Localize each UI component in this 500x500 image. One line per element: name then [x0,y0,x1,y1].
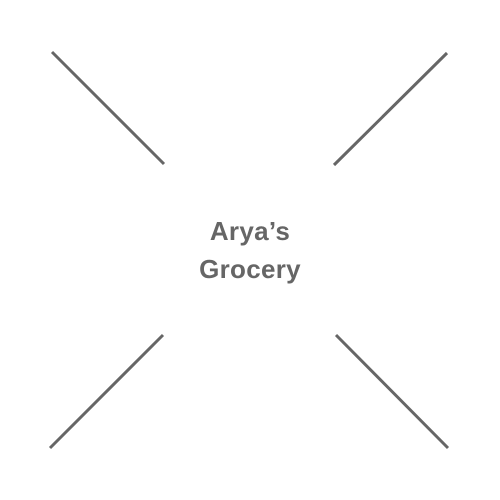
logo-title-line-2: Grocery [199,254,301,284]
bottom-left-diagonal-line [48,333,165,450]
logo-title-line-1: Arya’s [209,216,291,246]
logo-title: Arya’s Grocery [0,212,500,288]
top-right-diagonal-line [332,51,449,167]
top-left-diagonal-line [50,50,166,166]
bottom-right-diagonal-line [334,333,450,450]
